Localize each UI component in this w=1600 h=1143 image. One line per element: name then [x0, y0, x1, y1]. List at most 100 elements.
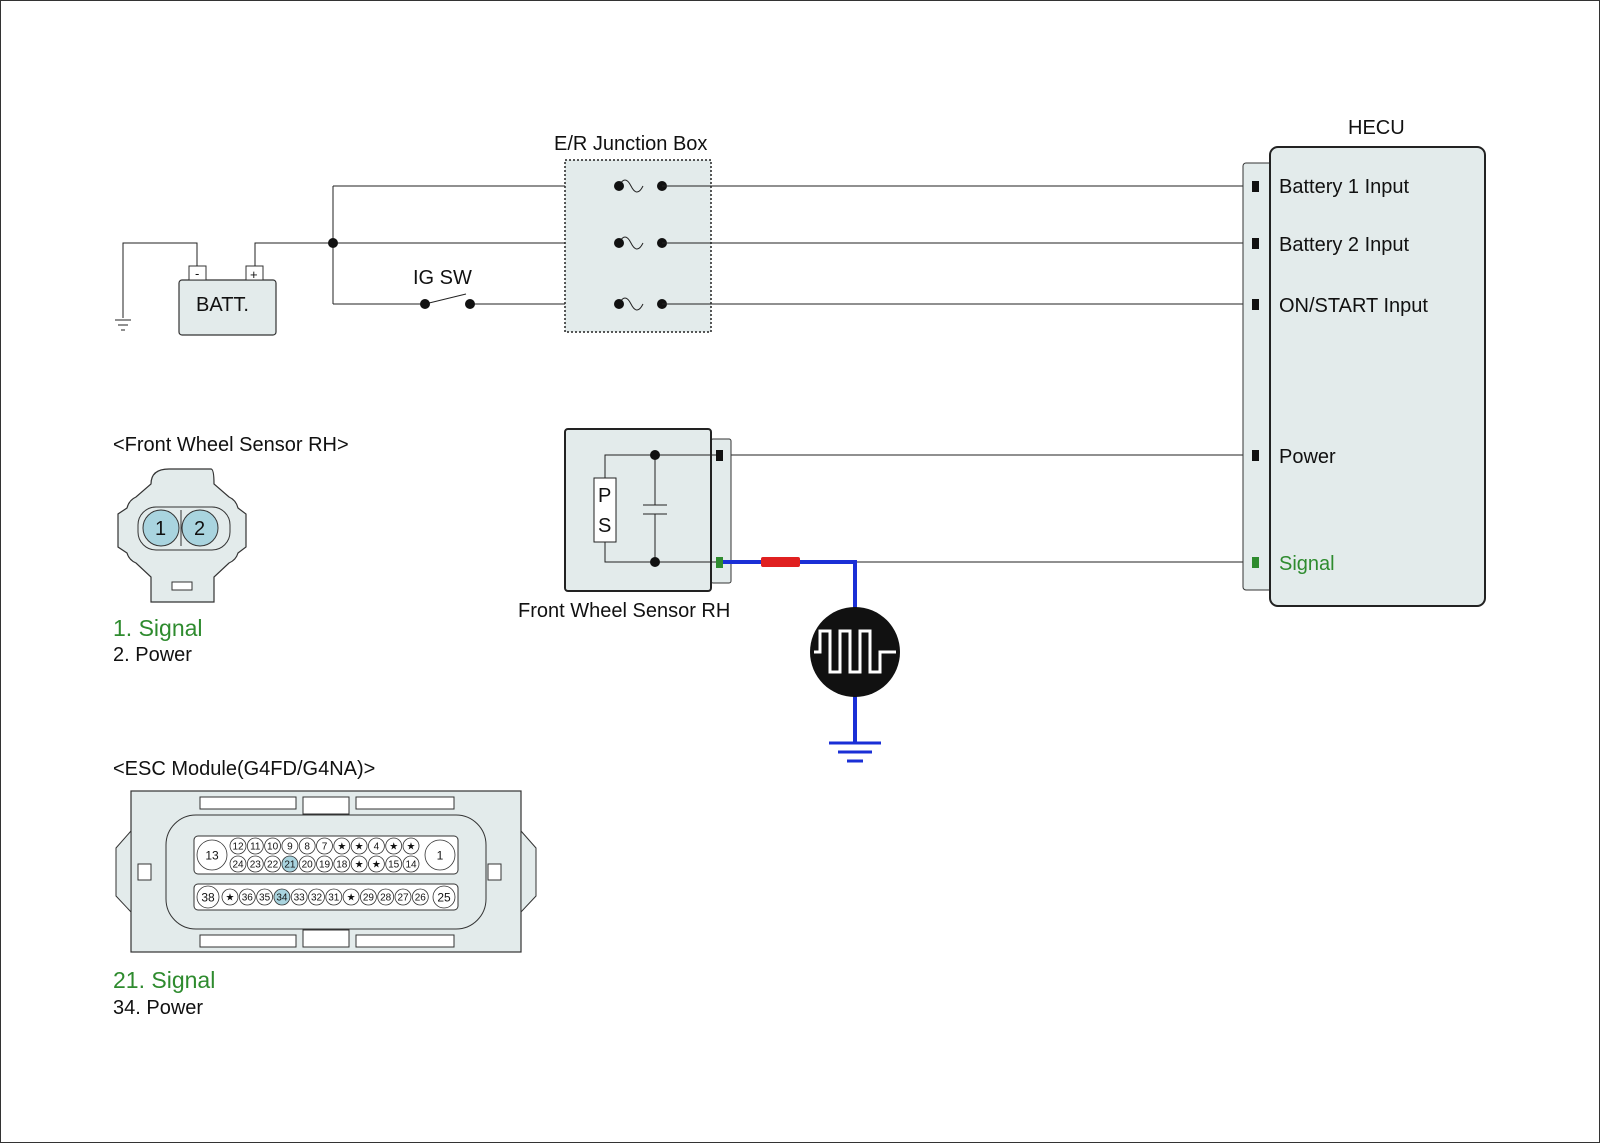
esc-pin-label: 13: [205, 848, 219, 862]
esc-pin-label: ★: [355, 860, 364, 871]
esc-pin: [229, 837, 247, 855]
esc-pin: [316, 855, 333, 873]
hecu-pin-signal: Signal: [1279, 553, 1335, 575]
front-sensor-connector: 1 2: [117, 468, 247, 603]
esc-pin-label: ★: [389, 842, 398, 853]
esc-legend-signal: 21. Signal: [113, 967, 215, 993]
esc-pin: [424, 839, 456, 871]
hecu-module: HECU Battery 1 Input Battery 2 Input ON/…: [1242, 117, 1486, 607]
esc-pin: [342, 888, 360, 906]
esc-pin: [359, 888, 377, 906]
hecu-terminal: [1252, 299, 1259, 310]
esc-pin: [377, 888, 395, 906]
esc-pin: [246, 855, 264, 873]
esc-pin-label: 21: [284, 860, 296, 871]
esc-pin-label: 15: [388, 860, 400, 871]
hecu-label: HECU: [1348, 117, 1405, 139]
esc-pin: [264, 837, 282, 855]
ground-icon: [829, 741, 881, 763]
esc-pin: [350, 855, 368, 873]
esc-pin: [367, 837, 385, 855]
fuses: [618, 179, 644, 311]
esc-pin: [229, 855, 247, 873]
esc-pin-label: 12: [232, 842, 244, 853]
esc-pin: [196, 839, 228, 871]
esc-pin-label: 10: [267, 842, 279, 853]
esc-pin: [385, 855, 403, 873]
esc-pin-label: 19: [319, 860, 331, 871]
battery: BATT. - +: [115, 242, 333, 336]
wire-splice: [761, 557, 800, 567]
esc-pin-label: 28: [380, 893, 392, 904]
chassis-ground-icon: [115, 319, 131, 331]
connector-pin-2: 2: [194, 518, 205, 540]
esc-pin: [385, 837, 403, 855]
esc-connector-title: <ESC Module(G4FD/G4NA)>: [113, 758, 375, 780]
esc-pin-label: 22: [267, 860, 279, 871]
esc-pin: [432, 885, 456, 909]
sensor-terminal-power: [716, 450, 723, 461]
esc-legend-power: 34. Power: [113, 997, 203, 1019]
esc-pin: [281, 837, 299, 855]
fuse-icon: [618, 179, 644, 193]
battery-positive-label: +: [250, 267, 258, 282]
esc-pin-label: 11: [250, 842, 261, 853]
esc-pin-label: 29: [363, 893, 375, 904]
esc-pin-label: 23: [250, 860, 262, 871]
esc-pin-label: 9: [287, 842, 293, 853]
esc-pin: [256, 888, 274, 906]
battery-label: BATT.: [196, 294, 249, 316]
esc-pin-label: 31: [328, 893, 340, 904]
esc-pin: [350, 837, 368, 855]
esc-pin-label: ★: [226, 893, 235, 904]
esc-pin: [333, 837, 351, 855]
esc-pin-label: 1: [437, 848, 444, 862]
fuse-icon: [618, 236, 644, 250]
connector-pin-1: 1: [155, 518, 166, 540]
esc-pin: [325, 888, 343, 906]
esc-pin: [298, 837, 316, 855]
esc-pin: [316, 837, 333, 855]
sensor-s-label: S: [598, 515, 611, 537]
esc-pin: [411, 888, 429, 906]
esc-pin: [394, 888, 412, 906]
esc-pin: [308, 888, 325, 906]
front-sensor-legend-power: 2. Power: [113, 644, 192, 666]
esc-pin-label: 4: [374, 842, 380, 853]
esc-pin: [281, 855, 299, 873]
hecu-pin-power: Power: [1279, 446, 1336, 468]
esc-pin: [298, 855, 316, 873]
sensor-caption: Front Wheel Sensor RH: [518, 600, 730, 622]
esc-pin-label: 33: [294, 893, 306, 904]
front-sensor-connector-title: <Front Wheel Sensor RH>: [113, 434, 349, 456]
esc-pin: [196, 885, 220, 909]
esc-pin-label: 8: [304, 842, 310, 853]
esc-pin-label: 34: [276, 893, 288, 904]
esc-pin-label: ★: [407, 842, 416, 853]
junction-box: E/R Junction Box: [554, 133, 712, 333]
front-sensor-legend-signal: 1. Signal: [113, 615, 203, 641]
esc-pin-label: 7: [322, 842, 328, 853]
ignition-switch: IG SW: [413, 267, 475, 309]
hecu-pin-battery-2: Battery 2 Input: [1279, 234, 1410, 256]
esc-pin-label: ★: [372, 860, 381, 871]
esc-pin: [246, 837, 264, 855]
hecu-terminal: [1252, 450, 1259, 461]
esc-pin-label: 35: [259, 893, 271, 904]
ig-sw-label: IG SW: [413, 267, 472, 289]
oscilloscope-icon: [810, 607, 900, 697]
esc-pin: [367, 855, 385, 873]
sensor-terminal-signal: [716, 557, 723, 568]
esc-pin-label: 25: [437, 890, 451, 904]
front-wheel-sensor: P S Front Wheel Sensor RH: [518, 428, 732, 622]
esc-pin: [264, 855, 282, 873]
esc-pin-label: 27: [397, 893, 409, 904]
esc-pin-label: 18: [336, 860, 348, 871]
hecu-pin-battery-1: Battery 1 Input: [1279, 176, 1410, 198]
fuse-icon: [618, 297, 644, 311]
esc-pin-label: 14: [405, 860, 417, 871]
esc-pin: [290, 888, 308, 906]
junction-box-label: E/R Junction Box: [554, 133, 707, 155]
